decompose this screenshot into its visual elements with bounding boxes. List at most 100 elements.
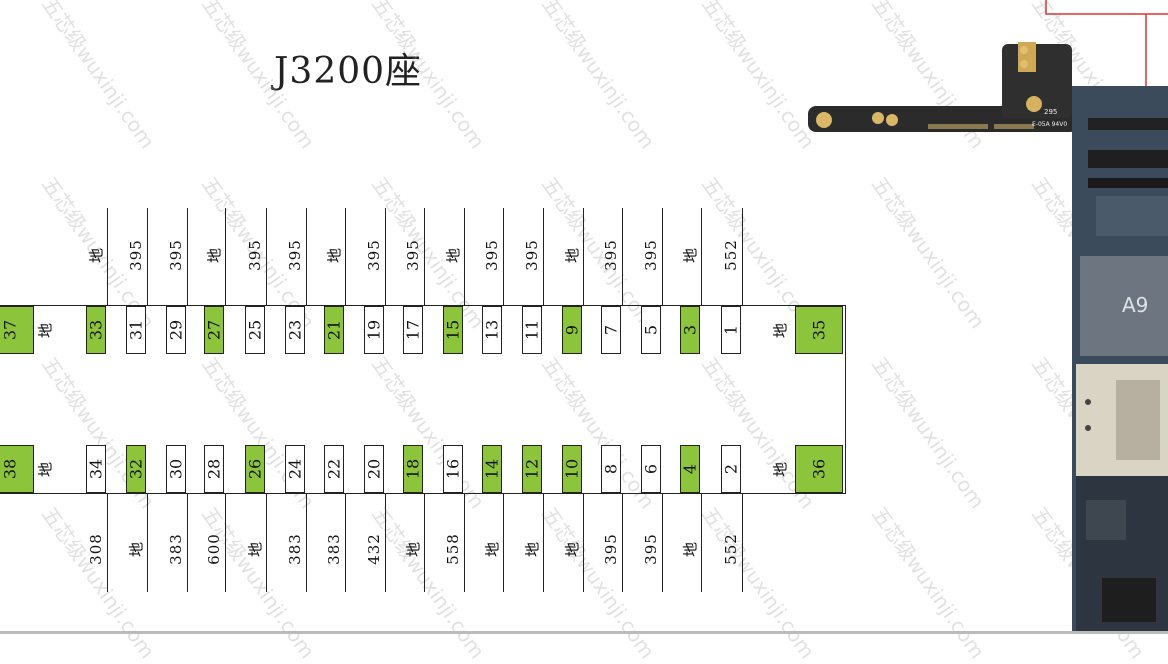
top_row-pin-number-8: 21 <box>324 319 344 341</box>
top_row-pin-12: 13 <box>482 306 502 354</box>
flex-screw-2 <box>1020 60 1028 68</box>
top_row-pin-15: 7 <box>601 306 621 354</box>
top_row-pin-number-5: 27 <box>204 319 224 341</box>
top_row-value-text-8: 395 <box>404 239 422 271</box>
top_row-value-9: 地 <box>438 220 468 290</box>
top_row-value-line-3 <box>225 208 226 306</box>
top_row-pin-number-13: 11 <box>522 319 542 341</box>
bottom_row-pin-12: 14 <box>482 445 502 493</box>
top_row-pin-number-15: 7 <box>601 324 621 336</box>
flex-silkscreen: E-05A 94V0 <box>1032 121 1067 128</box>
bottom_row-pin-6: 26 <box>245 445 265 493</box>
bottom_row-value-3: 600 <box>199 514 229 584</box>
bottom_row-pin-14: 10 <box>562 445 582 493</box>
top_row-value-text-5: 395 <box>286 239 304 271</box>
top_row-pin-number-16: 5 <box>641 324 661 336</box>
bottom_row-value-line-7 <box>385 494 386 592</box>
bottom_row-value-8: 地 <box>398 514 428 584</box>
top_row-value-line-15 <box>701 208 702 306</box>
bottom_row-value-line-12 <box>583 494 584 592</box>
top_row-value-6: 地 <box>319 220 349 290</box>
bottom_row-pin-9: 20 <box>364 445 384 493</box>
bottom_row-value-0: 308 <box>81 514 111 584</box>
top_row-value-text-15: 地 <box>681 246 700 264</box>
top_row-pin-number-3: 31 <box>126 319 146 341</box>
bottom_row-value-text-13: 395 <box>602 533 620 565</box>
top_row-value-3: 地 <box>199 220 229 290</box>
top_row-pin-0: 37 <box>0 306 34 354</box>
top_row-value-text-10: 395 <box>483 239 501 271</box>
flex-stripe-2 <box>994 124 1034 129</box>
connector-top-edge <box>0 305 845 306</box>
bottom_row-value-text-16: 552 <box>722 533 740 565</box>
bottom_row-value-line-16 <box>742 494 743 592</box>
top_row-pin-11: 15 <box>443 306 463 354</box>
bottom_row-value-14: 395 <box>636 514 666 584</box>
bottom_row-value-line-0 <box>107 494 108 592</box>
logic-board-photo: E-05A 94V0 295 A9 <box>808 0 1168 634</box>
bottom_row-ground-label-19: 地 <box>765 437 795 501</box>
bottom_row-pin-number-17: 4 <box>680 463 700 475</box>
bottom_row-pin-number-13: 12 <box>522 458 542 480</box>
top_row-pin-7: 23 <box>285 306 305 354</box>
bottom_row-value-1: 地 <box>121 514 151 584</box>
top_row-value-text-1: 395 <box>127 239 145 271</box>
top_row-pin-number-0: 37 <box>0 319 20 341</box>
bottom_row-pin-16: 6 <box>641 445 661 493</box>
bottom_row-value-line-14 <box>662 494 663 592</box>
top_row-pin-5: 27 <box>204 306 224 354</box>
bottom_row-value-text-2: 383 <box>167 533 185 565</box>
flex-screw-1 <box>1020 46 1028 54</box>
top_row-pin-8: 21 <box>324 306 344 354</box>
top_row-pin-17: 3 <box>680 306 700 354</box>
top_row-value-line-9 <box>464 208 465 306</box>
connector-strip-2 <box>1088 150 1168 168</box>
bottom_row-value-text-12: 地 <box>563 540 582 558</box>
top_row-pin-number-17: 3 <box>680 324 700 336</box>
top_row-value-7: 395 <box>359 220 389 290</box>
top_row-value-text-13: 395 <box>602 239 620 271</box>
top_row-value-line-13 <box>622 208 623 306</box>
bottom_row-pin-number-16: 6 <box>641 463 661 475</box>
top_row-value-line-8 <box>424 208 425 306</box>
bottom_row-pin-20: 36 <box>795 445 843 493</box>
callout-frame <box>1045 0 1168 15</box>
top_row-pin-13: 11 <box>522 306 542 354</box>
bottom_row-ground-text-19: 地 <box>771 460 790 478</box>
top_row-value-14: 395 <box>636 220 666 290</box>
bottom_row-value-line-5 <box>306 494 307 592</box>
watermark-text: 五芯级wuxinji.com <box>697 0 820 153</box>
top_row-pin-2: 33 <box>86 306 106 354</box>
bottom_row-pin-number-7: 24 <box>285 458 305 480</box>
bottom_row-pin-number-3: 32 <box>126 458 146 480</box>
bottom_row-pin-number-5: 28 <box>204 458 224 480</box>
flex-top <box>1018 42 1036 72</box>
bottom_row-ground-label-1: 地 <box>30 437 60 501</box>
bottom_row-pin-11: 16 <box>443 445 463 493</box>
lower-chip-2 <box>1086 500 1126 540</box>
bottom_row-value-text-0: 308 <box>87 533 105 565</box>
bottom-border <box>0 631 1168 634</box>
bottom_row-pin-10: 18 <box>403 445 423 493</box>
sim-contacts <box>1116 380 1160 460</box>
connector-strip <box>1088 118 1168 130</box>
top_row-ground-label-19: 地 <box>765 298 795 362</box>
bottom_row-pin-number-0: 38 <box>0 458 20 480</box>
top_row-value-text-4: 395 <box>246 239 264 271</box>
top_row-value-4: 395 <box>240 220 270 290</box>
top_row-pin-3: 31 <box>126 306 146 354</box>
bottom_row-value-line-11 <box>543 494 544 592</box>
top_row-value-15: 地 <box>675 220 705 290</box>
bottom_row-pin-number-11: 16 <box>443 458 463 480</box>
bottom_row-ground-text-1: 地 <box>36 460 55 478</box>
top_row-value-text-2: 395 <box>167 239 185 271</box>
connector-right-edge <box>845 305 846 494</box>
a9-chip-label: A9 <box>1122 293 1148 317</box>
bottom_row-pin-number-12: 14 <box>482 458 502 480</box>
top_row-value-text-16: 552 <box>722 239 740 271</box>
top_row-pin-18: 1 <box>721 306 741 354</box>
top_row-pin-number-10: 17 <box>403 319 423 341</box>
top_row-pin-number-9: 19 <box>364 319 384 341</box>
top_row-value-16: 552 <box>716 220 746 290</box>
